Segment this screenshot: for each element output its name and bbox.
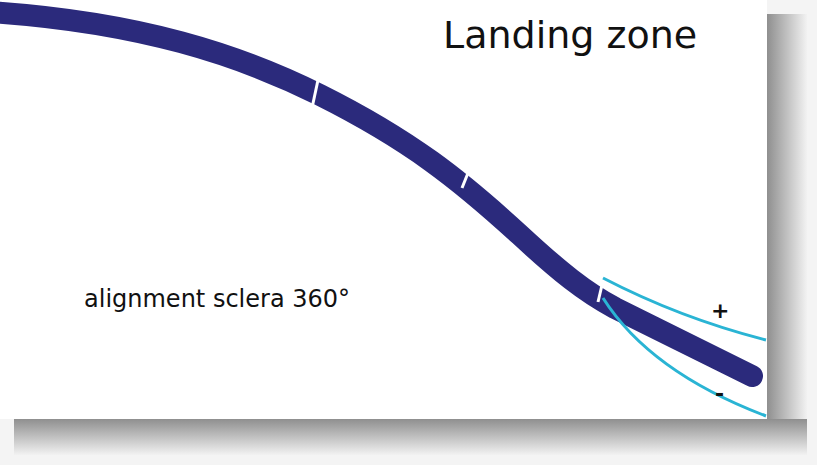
title: Landing zone <box>443 16 697 54</box>
edge-minus-curve <box>603 298 766 416</box>
shadow-right <box>767 14 807 454</box>
region-label: alignment sclera 360° <box>84 287 350 311</box>
minus-sign: - <box>715 383 724 405</box>
panel <box>0 0 767 419</box>
plus-sign: + <box>711 300 729 322</box>
segment-gap <box>598 268 606 302</box>
segment-gap <box>462 158 474 188</box>
lens-profile <box>0 12 752 376</box>
segment-gap <box>312 80 318 108</box>
shadow-bottom <box>14 419 807 455</box>
